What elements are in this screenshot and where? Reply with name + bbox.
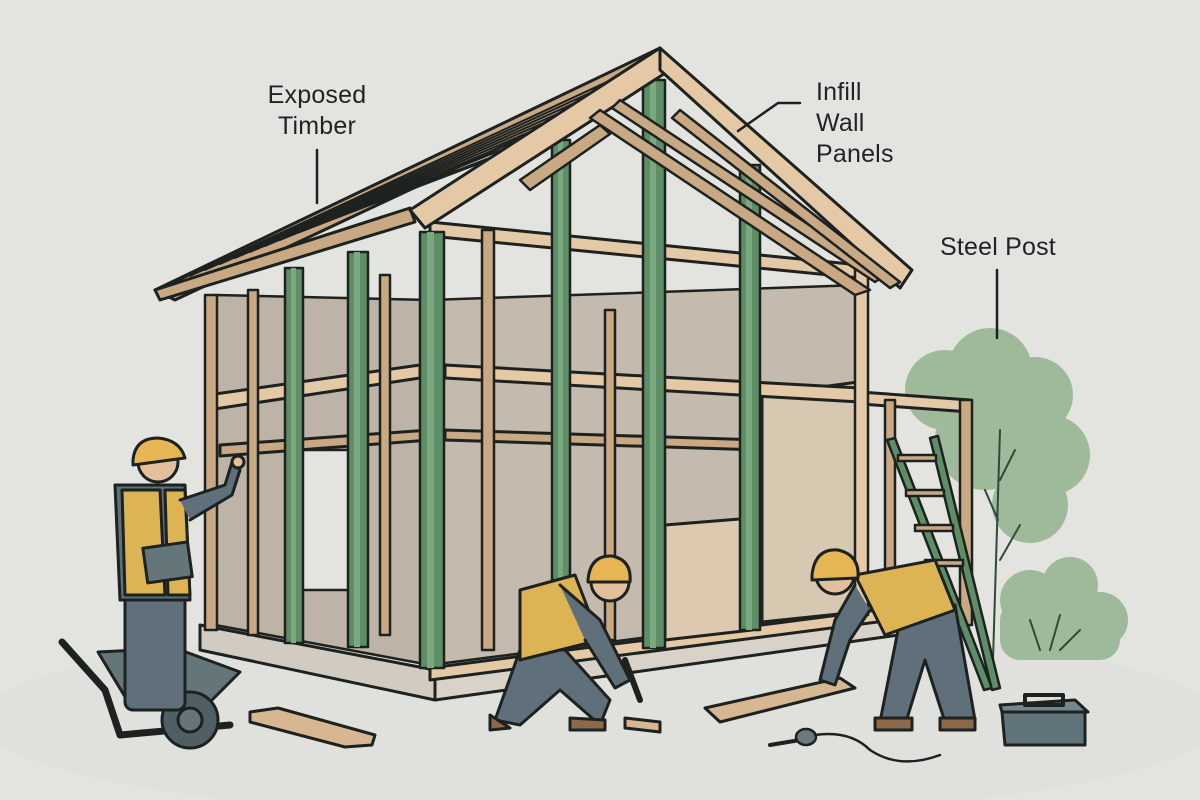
- steel-post: [346, 250, 370, 649]
- steel-posts: [283, 78, 762, 670]
- timber-plank-icon: [248, 676, 857, 749]
- inspector-worker: [113, 436, 246, 712]
- label-exposed-timber: Exposed Timber: [267, 81, 367, 140]
- lifting-plank-worker: [810, 548, 977, 732]
- toolbox-icon: [998, 693, 1090, 747]
- tree-branch-icon: [984, 429, 1081, 661]
- roof-exposed-timber: [153, 46, 914, 302]
- label-infill-wall-panels: Infill Wall Panels: [816, 78, 894, 168]
- steel-post: [550, 138, 572, 642]
- leader-lines: [315, 101, 999, 340]
- label-steel-post: Steel Post: [940, 233, 1056, 261]
- steel-post: [283, 266, 305, 645]
- steel-post: [738, 163, 762, 632]
- gable-braces: [518, 98, 902, 297]
- timber-studs: [203, 228, 974, 652]
- power-tool-icon: [768, 727, 942, 763]
- steel-post: [418, 230, 446, 670]
- leader-infill-wall-panels: [736, 101, 802, 133]
- kneeling-saw-worker: [488, 554, 643, 732]
